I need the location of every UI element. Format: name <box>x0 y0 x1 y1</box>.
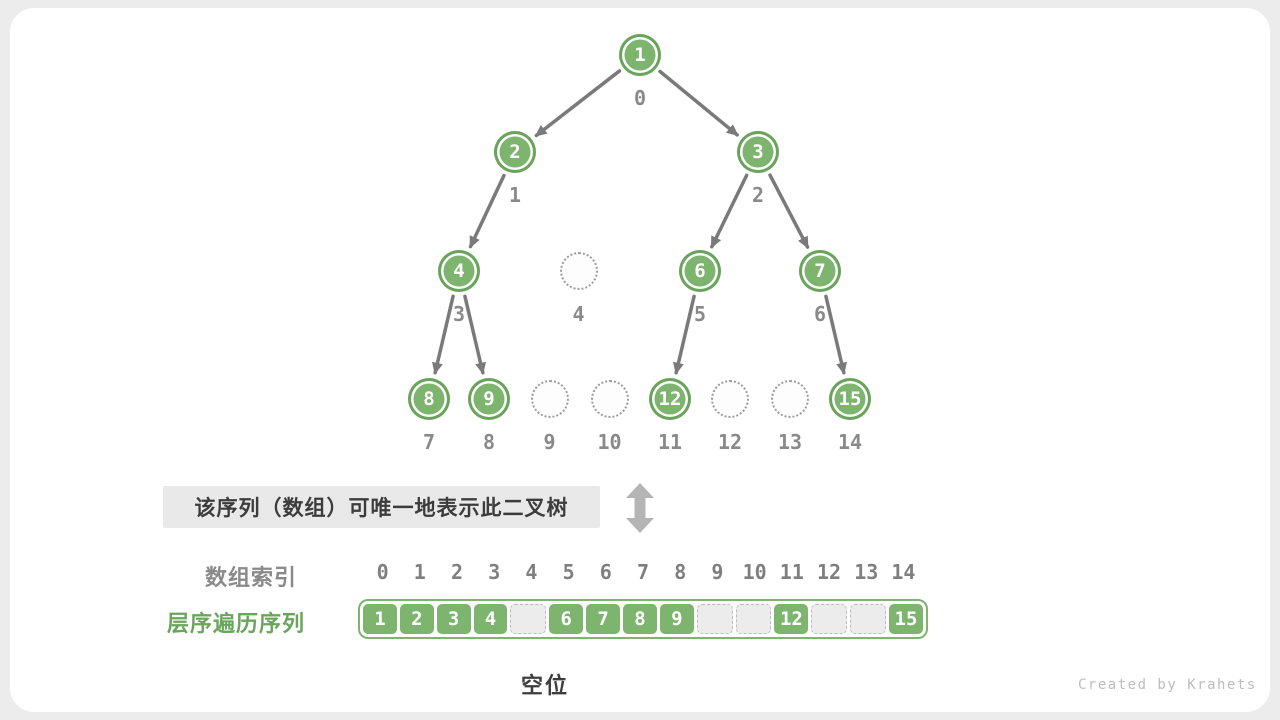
array-cell-empty <box>696 604 733 634</box>
watermark-text: Created by Krahets <box>1078 677 1257 693</box>
caption-text: 该序列（数组）可唯一地表示此二叉树 <box>194 497 569 520</box>
array-cell: 3 <box>436 604 471 634</box>
tree-index-label: 7 <box>422 430 436 454</box>
card-background <box>10 8 1270 712</box>
tree-index-label: 11 <box>657 430 683 454</box>
tree-node: 3 <box>737 131 779 173</box>
array-index-number: 0 <box>376 560 389 584</box>
up-down-arrow-icon <box>626 483 654 533</box>
array-cell-empty <box>850 604 887 634</box>
tree-index-label: 13 <box>777 430 803 454</box>
array-index-number: 12 <box>816 560 842 584</box>
tree-node: 8 <box>408 378 450 420</box>
tree-index-label: 14 <box>837 430 863 454</box>
array-index-number: 9 <box>711 560 724 584</box>
array-index-number: 14 <box>891 560 916 584</box>
tree-node: 4 <box>438 250 480 292</box>
array-index-number: 10 <box>742 560 767 584</box>
array-index-number: 8 <box>674 560 687 584</box>
tree-index-label: 3 <box>452 302 466 326</box>
tree-node: 1 <box>619 34 661 76</box>
tree-index-label: 0 <box>633 86 647 110</box>
array-index-number: 13 <box>854 560 879 584</box>
array-cell-empty <box>811 604 848 634</box>
array-index-number: 6 <box>599 560 612 584</box>
array-index-number: 3 <box>488 560 501 584</box>
empty-slot-label: 空位 <box>520 673 569 698</box>
tree-node-empty <box>590 380 629 418</box>
tree-index-label: 1 <box>508 183 522 207</box>
array-cell: 9 <box>659 604 694 634</box>
array-index-number: 5 <box>562 560 575 584</box>
array-cell: 7 <box>586 604 621 634</box>
array-cell: 4 <box>473 604 508 634</box>
tree-node-empty <box>771 380 809 418</box>
array-cell: 8 <box>623 604 657 634</box>
tree-index-label: 2 <box>751 183 765 207</box>
tree-node: 12 <box>649 378 691 420</box>
array-index-number: 11 <box>779 560 804 584</box>
caption-box: 该序列（数组）可唯一地表示此二叉树 <box>163 486 600 528</box>
tree-node: 6 <box>679 250 721 292</box>
tree-node: 2 <box>494 131 536 173</box>
array-index-number: 7 <box>637 560 650 584</box>
array-cell: 2 <box>399 604 434 634</box>
array-index-number: 1 <box>413 560 426 584</box>
array-cell: 6 <box>549 604 584 634</box>
array-cell-empty <box>735 604 772 634</box>
array-cell: 15 <box>889 604 923 634</box>
array-cell: 1 <box>363 604 397 634</box>
tree-index-label: 4 <box>572 302 585 326</box>
tree-index-label: 12 <box>717 430 743 454</box>
tree-index-label: 9 <box>543 430 556 454</box>
tree-node-empty <box>711 380 749 418</box>
tree-node: 7 <box>799 250 841 292</box>
tree-node: 15 <box>829 378 871 420</box>
array-index-number: 2 <box>450 560 464 584</box>
tree-node-empty <box>559 252 598 290</box>
tree-index-label: 10 <box>597 430 622 454</box>
array-cell: 12 <box>774 604 809 634</box>
tree-node-empty <box>530 380 569 418</box>
tree-index-label: 6 <box>813 302 827 326</box>
array-cell-empty <box>510 604 547 634</box>
tree-index-label: 5 <box>693 302 707 326</box>
tree-node: 9 <box>468 378 510 420</box>
array-index-number: 4 <box>525 560 538 584</box>
tree-index-label: 8 <box>482 430 496 454</box>
array-index-label: 数组索引 <box>204 565 297 590</box>
level-order-sequence-label: 层序遍历序列 <box>166 611 305 636</box>
